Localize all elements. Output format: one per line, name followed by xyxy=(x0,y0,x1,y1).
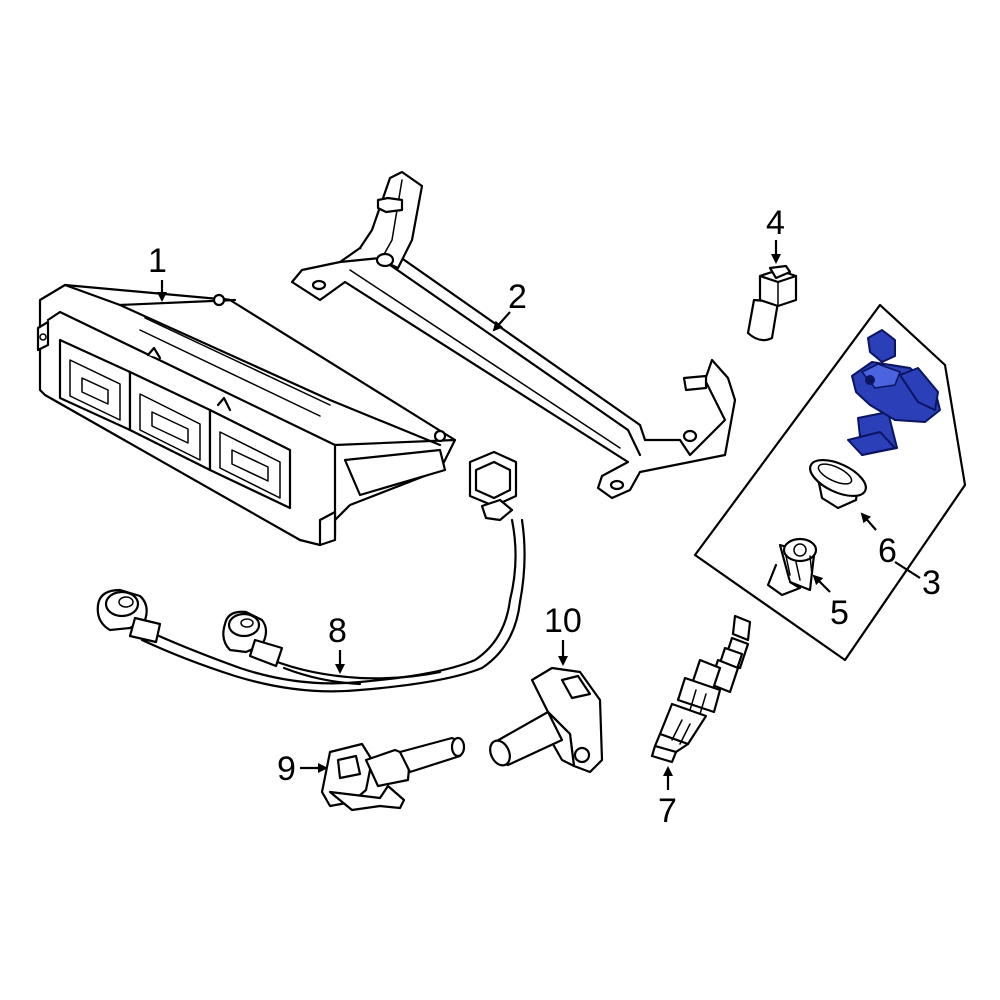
camshaft-position-sensor[interactable] xyxy=(320,736,466,812)
callout-9: 9 xyxy=(277,750,328,788)
callout-4: 4 xyxy=(766,204,785,264)
coil-sleeve[interactable] xyxy=(766,537,818,597)
callout-label-4: 4 xyxy=(766,204,785,242)
spark-plug[interactable] xyxy=(650,614,752,764)
callout-10: 10 xyxy=(544,602,582,666)
bolt[interactable] xyxy=(746,264,798,342)
callout-label-3: 3 xyxy=(922,564,941,602)
callout-3: 3 xyxy=(894,561,941,602)
crankshaft-position-sensor[interactable] xyxy=(486,666,604,774)
coil-seal[interactable] xyxy=(805,453,871,510)
callout-5: 5 xyxy=(812,574,849,632)
callout-8: 8 xyxy=(328,612,347,674)
callout-label-2: 2 xyxy=(508,278,527,316)
knock-sensor-harness[interactable] xyxy=(96,450,526,693)
ignition-coil[interactable] xyxy=(847,329,941,456)
mounting-bracket[interactable] xyxy=(290,170,737,500)
callout-label-5: 5 xyxy=(830,594,849,632)
callout-2: 2 xyxy=(492,278,527,332)
callout-7: 7 xyxy=(658,766,677,830)
callout-label-8: 8 xyxy=(328,612,347,650)
ignition-coil-kit-outline xyxy=(693,303,967,662)
callout-label-6: 6 xyxy=(878,532,897,570)
callout-label-7: 7 xyxy=(658,792,677,830)
callout-6: 6 xyxy=(860,512,897,570)
callout-label-1: 1 xyxy=(148,242,167,280)
engine-control-module[interactable] xyxy=(36,283,457,547)
callout-label-10: 10 xyxy=(544,602,582,640)
callout-label-9: 9 xyxy=(277,750,296,788)
callout-1: 1 xyxy=(148,242,167,302)
